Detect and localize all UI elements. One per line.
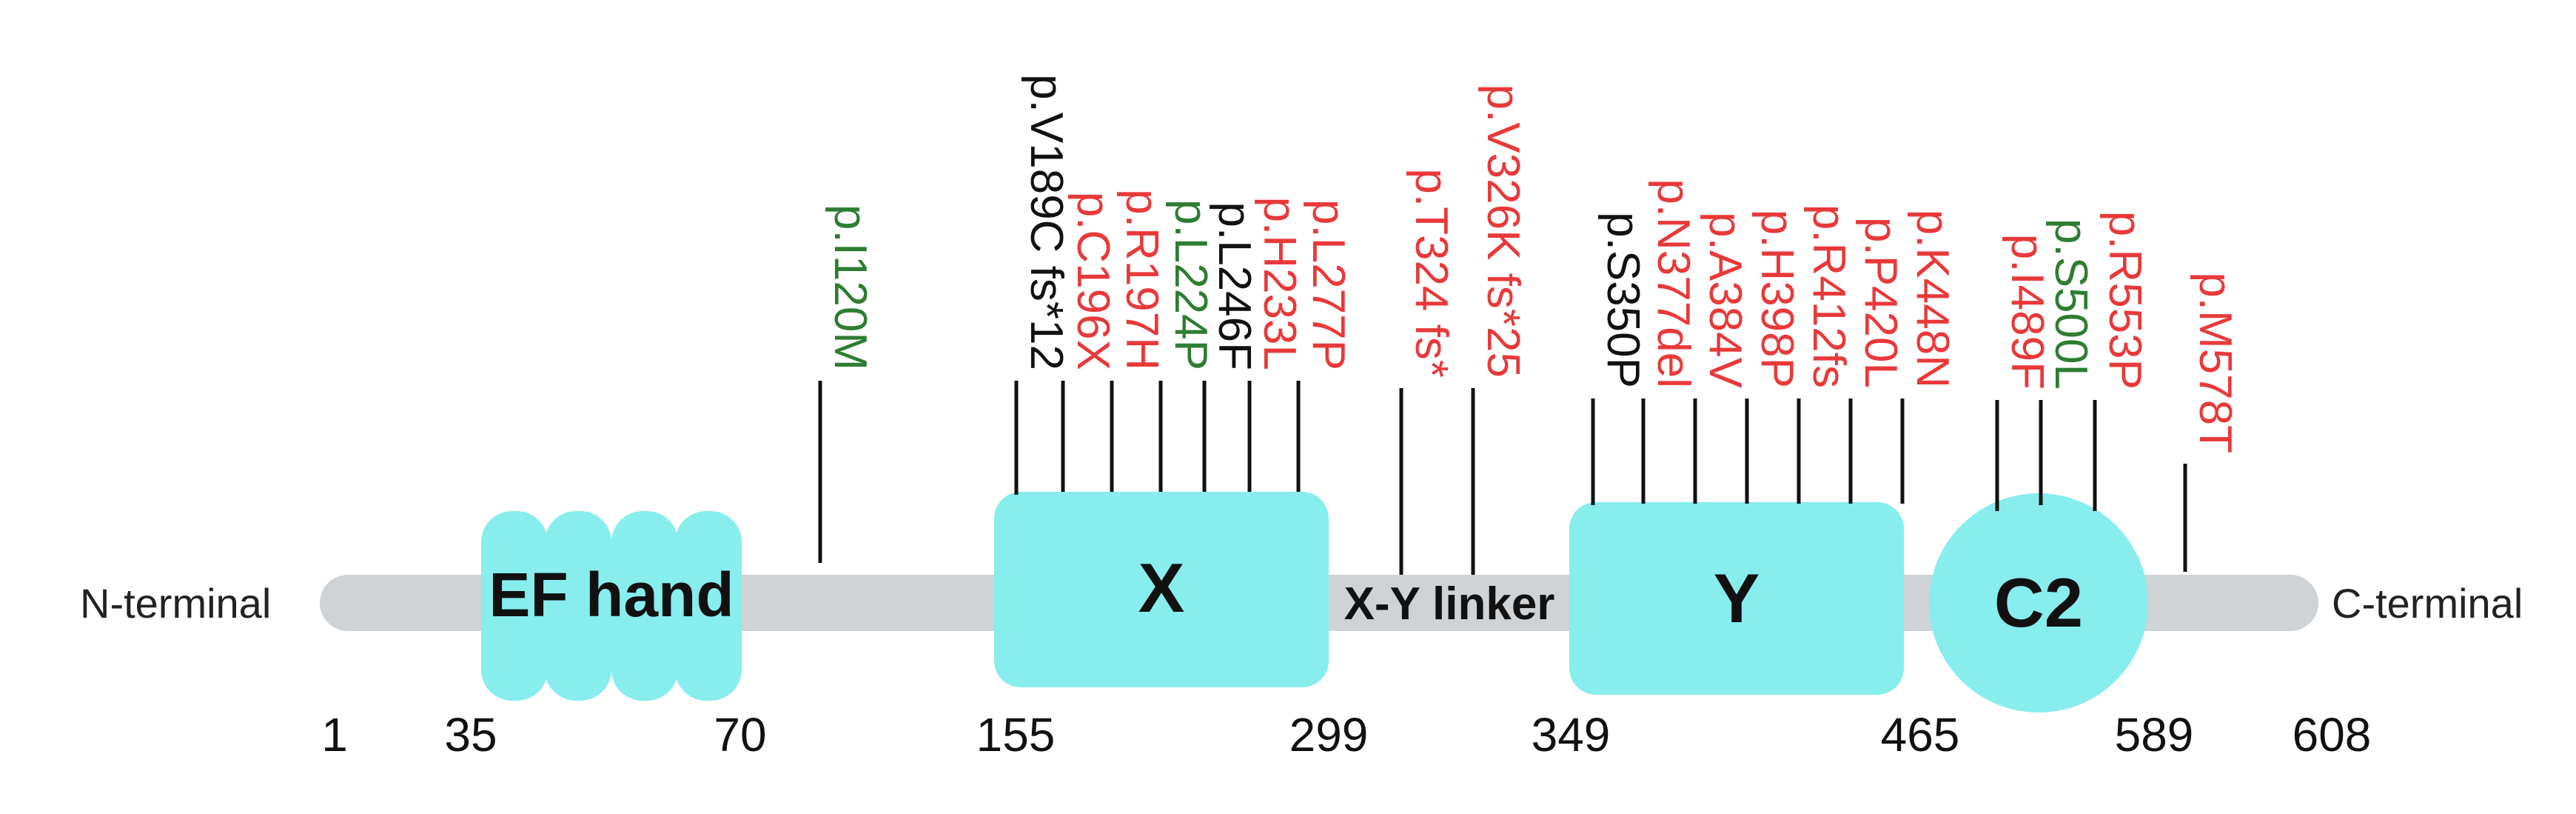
variant-label: p.A384V xyxy=(1700,212,1751,389)
position-labels: 1 35 70 155 299 349 465 589 608 xyxy=(321,708,2371,761)
variant-label: p.P420L xyxy=(1855,217,1906,388)
c-terminal-label: C-terminal xyxy=(2332,580,2523,627)
y-domain: Y xyxy=(1569,502,1904,695)
variant-markers: p.I120M p.V189C fs*12p.C196Xp.R197Hp.L224… xyxy=(818,74,2241,575)
variant-label: p.R412fs xyxy=(1803,204,1854,388)
position-label: 349 xyxy=(1532,708,1611,761)
variant-label: p.L277P xyxy=(1303,199,1354,370)
variant-label: p.T324 fs* xyxy=(1406,168,1457,378)
variant-label: p.I489F xyxy=(2002,234,2053,390)
variant-label: p.L224P xyxy=(1165,199,1216,370)
n-terminal-label: N-terminal xyxy=(80,580,271,627)
c2-domain-label: C2 xyxy=(1994,564,2083,641)
variant-label: p.H398P xyxy=(1751,210,1802,388)
position-label: 155 xyxy=(976,708,1056,761)
y-domain-label: Y xyxy=(1714,559,1760,637)
variant-label: p.R553P xyxy=(2099,211,2150,390)
xy-linker-label: X-Y linker xyxy=(1344,578,1555,630)
x-domain-label: X xyxy=(1138,549,1185,627)
ef-hand-domain: EF hand xyxy=(481,511,742,701)
position-label: 299 xyxy=(1289,708,1369,761)
position-label: 35 xyxy=(444,708,497,761)
c2-domain: C2 xyxy=(1929,493,2148,713)
position-label: 589 xyxy=(2115,708,2194,761)
variant-label: p.V326K fs*25 xyxy=(1477,84,1529,378)
variant-label: p.V189C fs*12 xyxy=(1021,74,1072,370)
variant-label: p.R197H xyxy=(1116,189,1167,370)
variant-label: p.K448N xyxy=(1907,210,1958,388)
variant-label: p.C196X xyxy=(1067,192,1118,370)
variant-label: p.M578T xyxy=(2190,272,2241,453)
variant-label: p.S350P xyxy=(1597,212,1648,388)
position-label: 465 xyxy=(1881,708,1960,761)
variant-label: p.N377del xyxy=(1648,179,1699,388)
position-label: 1 xyxy=(321,708,348,761)
position-label: 70 xyxy=(714,708,766,761)
x-domain: X xyxy=(994,492,1329,687)
variant-label: p.L246F xyxy=(1209,201,1260,370)
variant-label: p.S500L xyxy=(2045,218,2096,390)
variant-label: p.H233L xyxy=(1254,197,1305,370)
ef-hand-label: EF hand xyxy=(489,560,734,630)
position-label: 608 xyxy=(2292,708,2372,761)
variant-label: p.I120M xyxy=(825,204,876,370)
